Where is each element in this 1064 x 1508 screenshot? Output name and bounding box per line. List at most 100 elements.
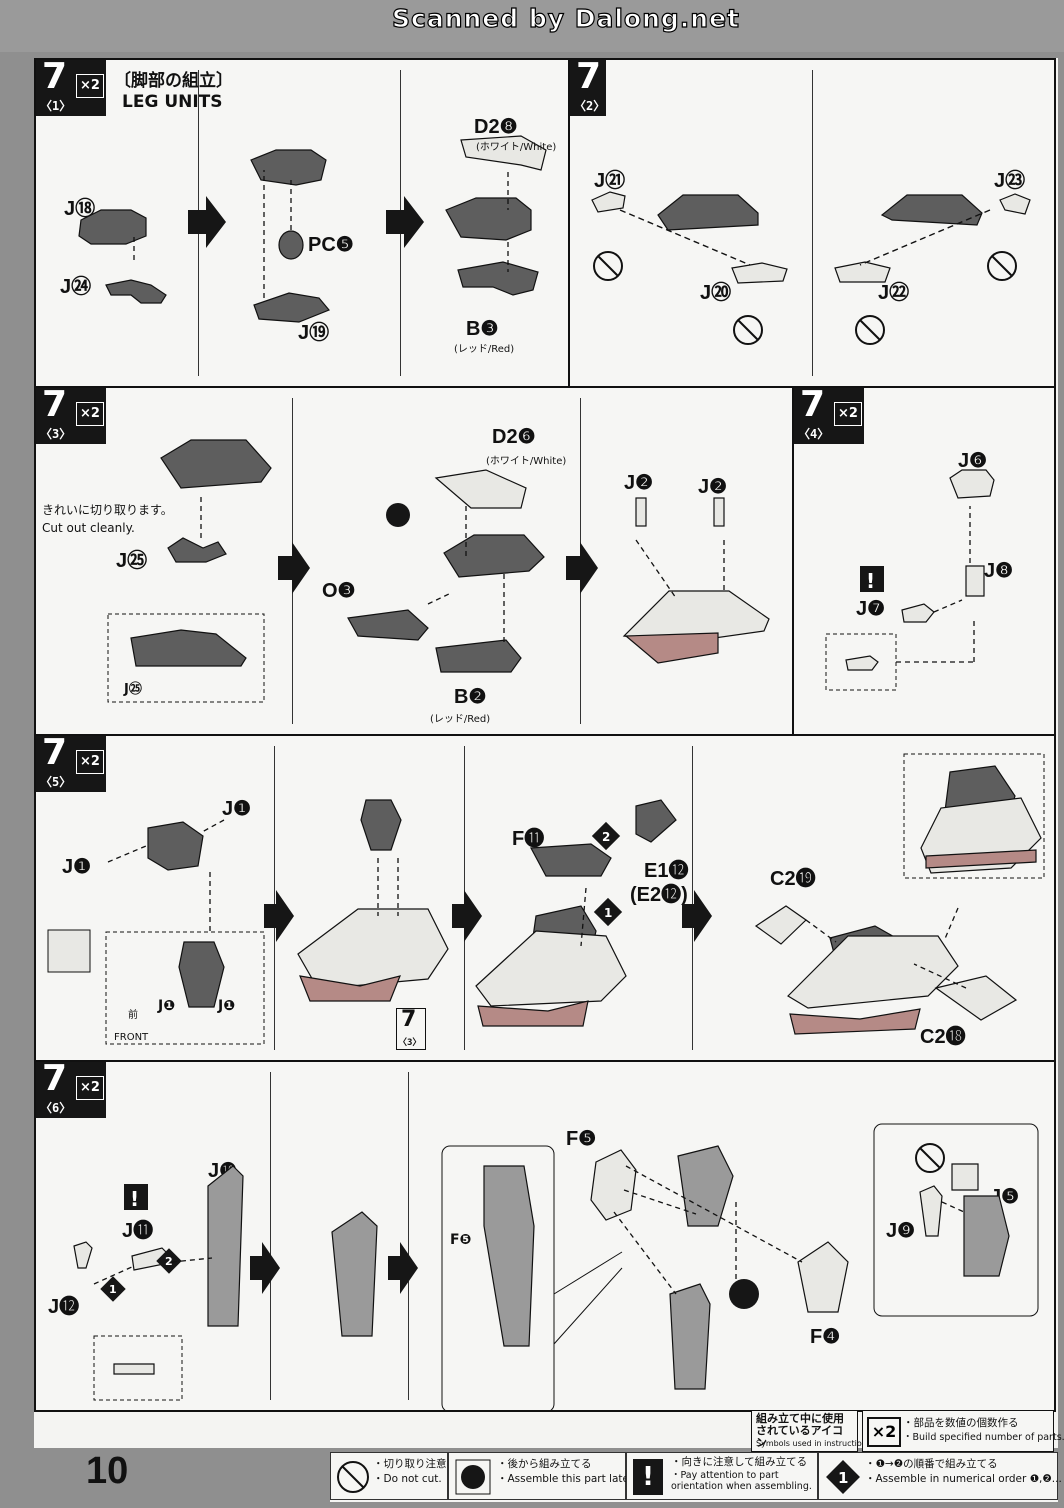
multiplier-badge: ×2	[76, 1076, 104, 1100]
multiplier-badge: ×2	[76, 402, 104, 426]
assemble-later-icon	[455, 1459, 491, 1495]
part-label: PC❺	[308, 234, 354, 256]
part-label: F❹	[810, 1326, 841, 1348]
part-label: J㉓	[994, 170, 1026, 192]
part-label: B❷	[454, 686, 487, 708]
cut-note-jp: きれいに切り取ります。	[42, 503, 173, 517]
do-not-cut-icon	[337, 1461, 369, 1493]
part-label: J㉒	[878, 282, 910, 304]
legend-text-en: ・Pay attention to part orientation when …	[671, 1470, 812, 1492]
section-title-jp: 〔脚部の組立〕	[114, 71, 233, 91]
svg-text:!: !	[130, 1187, 139, 1211]
thigh-assembly-diagram: ! 1 2	[73, 1123, 1039, 1410]
part-label: J㉕	[116, 550, 148, 572]
legend-text-en: ・Build specified number of parts.	[903, 1432, 1064, 1443]
substep-label: 〈3〉	[398, 1038, 422, 1048]
substep-label: 〈2〉	[574, 99, 606, 113]
legend-orientation: ! ・向きに注意して組み立てる ・Pay attention to part o…	[626, 1452, 818, 1500]
part-label: B❸	[466, 318, 499, 340]
legend-text-jp: ・❶→❷の順番で組み立てる	[865, 1458, 998, 1470]
build-multiple-legend: ×2 ・部品を数値の個数作る ・Build specified number o…	[862, 1410, 1064, 1452]
symbols-title-en: Symbols used in instructions	[756, 1439, 871, 1448]
divider	[692, 746, 693, 1050]
part-label: J❶	[222, 798, 252, 820]
part-label: J❻	[958, 450, 988, 472]
part-label: J❶	[62, 856, 92, 878]
svg-text:1: 1	[838, 1469, 848, 1487]
part-label: J❷	[624, 472, 654, 494]
scan-header: Scanned by Dalong.net	[391, 3, 741, 33]
substep-label: 〈5〉	[40, 775, 72, 789]
divider	[270, 1072, 271, 1400]
color-note: (レッド/Red)	[454, 344, 515, 355]
step-tag: 7 ×2 〈6〉	[36, 1062, 106, 1118]
step-tag: 7 〈2〉	[570, 60, 606, 116]
substep-label: 〈1〉	[40, 99, 72, 113]
step-panel-7-5: 7 ×2 〈5〉 J❶ J❶ J❶ J❶ F⓫ E1⓬ (E2⓬) C2⓳ C2…	[34, 734, 1056, 1062]
step-number: 7	[42, 734, 68, 773]
part-label: J❶	[218, 998, 236, 1014]
multiplier-badge: ×2	[834, 402, 862, 426]
legend-text-jp: ・後から組み立てる	[497, 1458, 592, 1470]
legend-text-jp: ・切り取り注意	[373, 1458, 447, 1470]
part-label: J⓬	[48, 1296, 80, 1318]
part-label: J⑲	[298, 322, 330, 344]
part-label: (E2⓬)	[630, 884, 688, 906]
multiplier-icon: ×2	[867, 1417, 901, 1447]
symbols-title: 組み立て中に使用されているアイコン	[756, 1412, 844, 1449]
step-panel-7-2: 7 〈2〉 J㉑ J⑳ J㉓ J㉒	[568, 58, 1056, 388]
step-number: 7	[42, 1060, 68, 1099]
step-number: 7	[800, 386, 826, 425]
svg-text:2: 2	[602, 830, 610, 844]
step-number: 7	[576, 58, 602, 97]
legend-text-en: ・Assemble in numerical order ❶,❷...	[865, 1473, 1062, 1485]
page-number: 10	[86, 1450, 129, 1492]
color-note: (ホワイト/White)	[486, 456, 567, 467]
divider	[408, 1072, 409, 1400]
part-label: J⓫	[122, 1220, 154, 1242]
svg-text:2: 2	[165, 1255, 173, 1268]
part-label: J❾	[886, 1220, 916, 1242]
part-label: C2⓳	[770, 868, 816, 890]
part-label: J⑳	[700, 282, 732, 304]
svg-text:1: 1	[604, 906, 612, 920]
part-label: J❽	[984, 560, 1014, 582]
step-tag: 7 ×2 〈4〉	[794, 388, 864, 444]
symbol-legend: ・切り取り注意 ・Do not cut. ・後から組み立てる ・Assemble…	[330, 1452, 1062, 1502]
attention-icon: !	[633, 1459, 663, 1495]
leg-parts-diagram	[78, 135, 547, 323]
front-label-jp: 前	[128, 1010, 138, 1021]
cut-note-en: Cut out cleanly.	[42, 521, 135, 535]
divider	[812, 70, 813, 376]
legend-assemble-later: ・後から組み立てる ・Assemble this part later.	[448, 1452, 636, 1500]
part-label: F❺	[450, 1232, 472, 1248]
step-panel-7-3: 7 ×2 〈3〉 きれいに切り取ります。 Cut out cleanly. J㉕…	[34, 386, 794, 736]
substep-label: 〈4〉	[798, 427, 830, 441]
part-label: J❷	[698, 476, 728, 498]
leg-assembly-diagram: 21	[47, 753, 1045, 1045]
svg-text:1: 1	[109, 1283, 117, 1296]
legend-text-jp: ・部品を数値の個数作る	[903, 1417, 1019, 1429]
svg-text:!: !	[866, 569, 875, 593]
step-number: 7	[42, 386, 68, 425]
legend-numerical-order: 1 ・❶→❷の順番で組み立てる ・Assemble in numerical o…	[818, 1452, 1062, 1500]
knee-joint-diagram: !	[825, 469, 995, 691]
step-order-icon: 1	[826, 1460, 860, 1494]
part-label: F⓫	[512, 828, 545, 850]
part-label: J㉑	[594, 170, 626, 192]
part-label: J㉕	[124, 682, 142, 697]
step-tag: 7 ×2 〈5〉	[36, 736, 106, 792]
leg-body-diagram	[107, 439, 770, 703]
part-label: C2⓲	[920, 1026, 966, 1048]
substep-label: 〈3〉	[40, 427, 72, 441]
step-panel-7-6: 7 ×2 〈6〉 J❿ J⓫ J⓬ F❺ F❺ F❹ J❾ J❺ !	[34, 1060, 1056, 1412]
step-panel-7-1: 7 ×2 〈1〉 〔脚部の組立〕 LEG UNITS J⑱ J㉔	[34, 58, 570, 388]
step-panel-7-4: 7 ×2 〈4〉 J❻ J❽ J❼ !	[792, 386, 1056, 736]
part-label: J㉔	[60, 276, 92, 298]
step-tag: 7 ×2 〈1〉	[36, 60, 106, 116]
legend-text-en: ・Assemble this part later.	[497, 1473, 636, 1485]
part-label: J❶	[158, 998, 176, 1014]
front-label-en: FRONT	[114, 1032, 149, 1043]
part-label: J⑱	[64, 198, 96, 220]
step-tag: 7 ×2 〈3〉	[36, 388, 106, 444]
